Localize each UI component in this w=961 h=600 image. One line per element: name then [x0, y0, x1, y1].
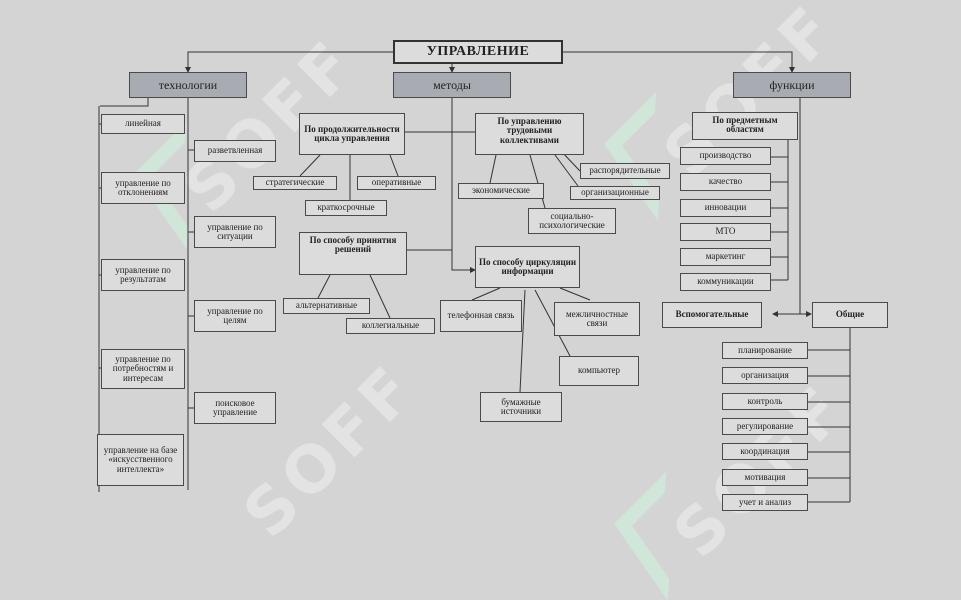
function-motivation: мотивация — [722, 469, 808, 486]
function-accounting: учет и анализ — [722, 494, 808, 511]
function-marketing: маркетинг — [680, 248, 771, 266]
methods-head: методы — [393, 72, 511, 98]
method-short-term: краткосрочные — [305, 200, 387, 216]
method-strategic: стратегические — [253, 176, 337, 190]
method-cycle: По продолжительности цикла управления — [299, 113, 405, 155]
method-info: По способу циркуляции информации — [475, 246, 580, 288]
diagram-title: УПРАВЛЕНИЕ — [393, 40, 563, 64]
info-interpersonal: межличностные связи — [554, 302, 640, 336]
function-organization: организация — [722, 367, 808, 384]
info-paper: бумажные источники — [480, 392, 562, 422]
method-decision: По способу принятия решений — [299, 232, 407, 275]
function-production: производство — [680, 147, 771, 165]
function-innovation: инновации — [680, 199, 771, 217]
tech-situation: управление по ситуации — [194, 216, 276, 248]
function-mto: МТО — [680, 223, 771, 241]
tech-linear: линейная — [101, 114, 185, 134]
function-communications: коммуникации — [680, 273, 771, 291]
tech-ai: управление на базе «искусственного интел… — [97, 434, 184, 486]
tech-needs: управление по потребностям и интересам — [101, 349, 185, 389]
tech-results: управление по результатам — [101, 259, 185, 291]
functions-general: Общие — [812, 302, 888, 328]
tech-branched: разветвленная — [194, 140, 276, 162]
method-administrative: распорядительные — [580, 163, 670, 179]
tech-search: поисковое управление — [194, 392, 276, 424]
tech-goals: управление по целям — [194, 300, 276, 332]
function-quality: качество — [680, 173, 771, 191]
method-socio-psych: социально-психологические — [528, 208, 616, 234]
function-planning: планирование — [722, 342, 808, 359]
method-labor: По управлению трудовыми коллективами — [475, 113, 584, 155]
method-operative: оперативные — [357, 176, 436, 190]
method-economic: экономические — [458, 183, 544, 199]
connector-lines — [98, 51, 851, 503]
function-control: контроль — [722, 393, 808, 410]
technologies-head: технологии — [129, 72, 247, 98]
functions-head: функции — [733, 72, 851, 98]
tech-deviation: управление по отклонениям — [101, 172, 185, 204]
info-phone: телефонная связь — [440, 300, 522, 332]
method-alternative: альтернативные — [283, 298, 370, 314]
method-collegial: коллегиальные — [346, 318, 435, 334]
function-regulation: регулирование — [722, 418, 808, 435]
functions-auxiliary: Вспомогательные — [662, 302, 762, 328]
function-coordination: координация — [722, 443, 808, 460]
functions-subject: По предметным областям — [692, 112, 798, 140]
method-organizational: организационные — [570, 186, 660, 200]
info-computer: компьютер — [559, 356, 639, 386]
